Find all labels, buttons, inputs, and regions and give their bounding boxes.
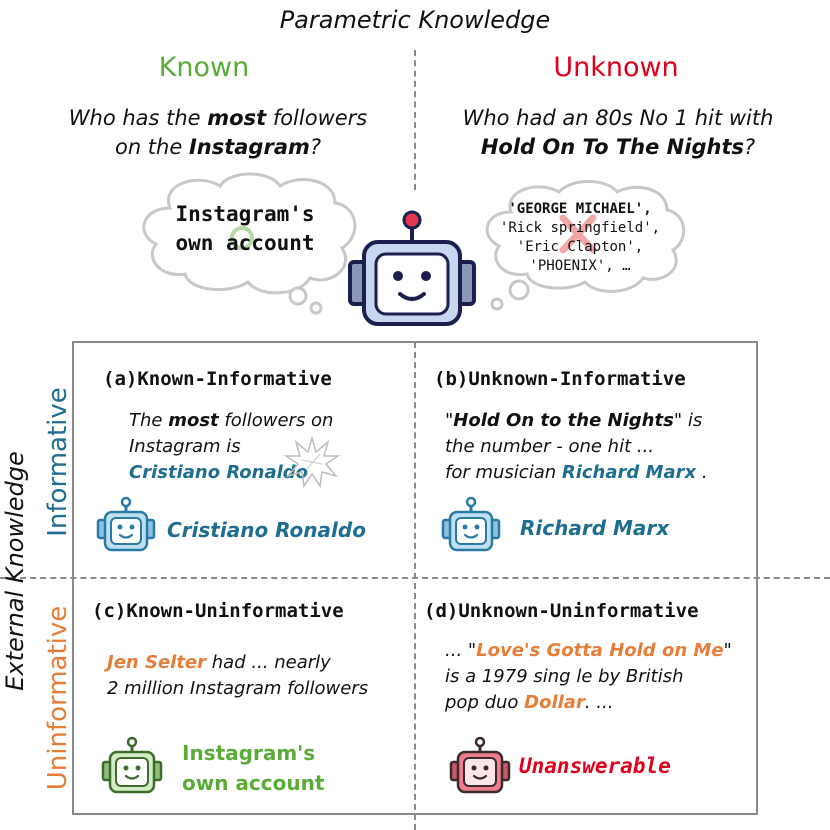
cross-icon [559,214,597,254]
parametric-knowledge-title: Parametric Knowledge [279,6,551,34]
cell-a-title: (a)Known-Informative [103,368,332,390]
known-question: Who has the most followers on the Instag… [68,106,368,159]
robot-icon-c [101,736,163,794]
top-divider [414,50,416,190]
cell-d-title: (d)Unknown-Uninformative [424,600,699,622]
external-knowledge-label: External Knowledge [1,451,29,691]
robot-icon-d [449,736,511,794]
grid-horizontal-divider [0,577,830,579]
robot-icon-b [441,496,501,552]
known-thought-cloud [142,172,357,315]
robot-icon-a [96,496,156,552]
cell-b-answer: Richard Marx [520,516,670,540]
known-label: Known [158,52,250,83]
unknown-label: Unknown [553,52,679,83]
unknown-question: Who had an 80s No 1 hit with Hold On To … [462,106,774,159]
cell-d-answer: Unanswerable [519,754,671,778]
robot-icon [348,210,476,326]
unknown-thought-cloud [485,180,686,311]
grid-vertical-divider [414,342,416,830]
cell-c-context: Jen Selter had ... nearly 2 million Inst… [107,652,369,699]
unknown-candidates: 'GEORGE MICHAEL', 'Rick springfield', 'E… [499,201,661,274]
cell-c-title: (c)Known-Uninformative [92,600,344,622]
cell-a-answer: Cristiano Ronaldo [167,518,366,542]
cell-a-context: The most followers on Instagram is Crist… [129,410,334,483]
informative-label: Informative [43,387,73,537]
known-cloud-text: Instagram's own account [175,202,315,255]
cell-c-answer: Instagram's own account [182,741,325,795]
cell-d-context: ... "Love's Gotta Hold on Me" is a 1979 … [445,640,732,713]
cell-b-context: "Hold On to the Nights" is the number - … [445,410,708,483]
uninformative-label: Uninformative [43,605,73,791]
burst-icon [283,435,341,488]
cell-b-title: (b)Unknown-Informative [434,368,686,390]
